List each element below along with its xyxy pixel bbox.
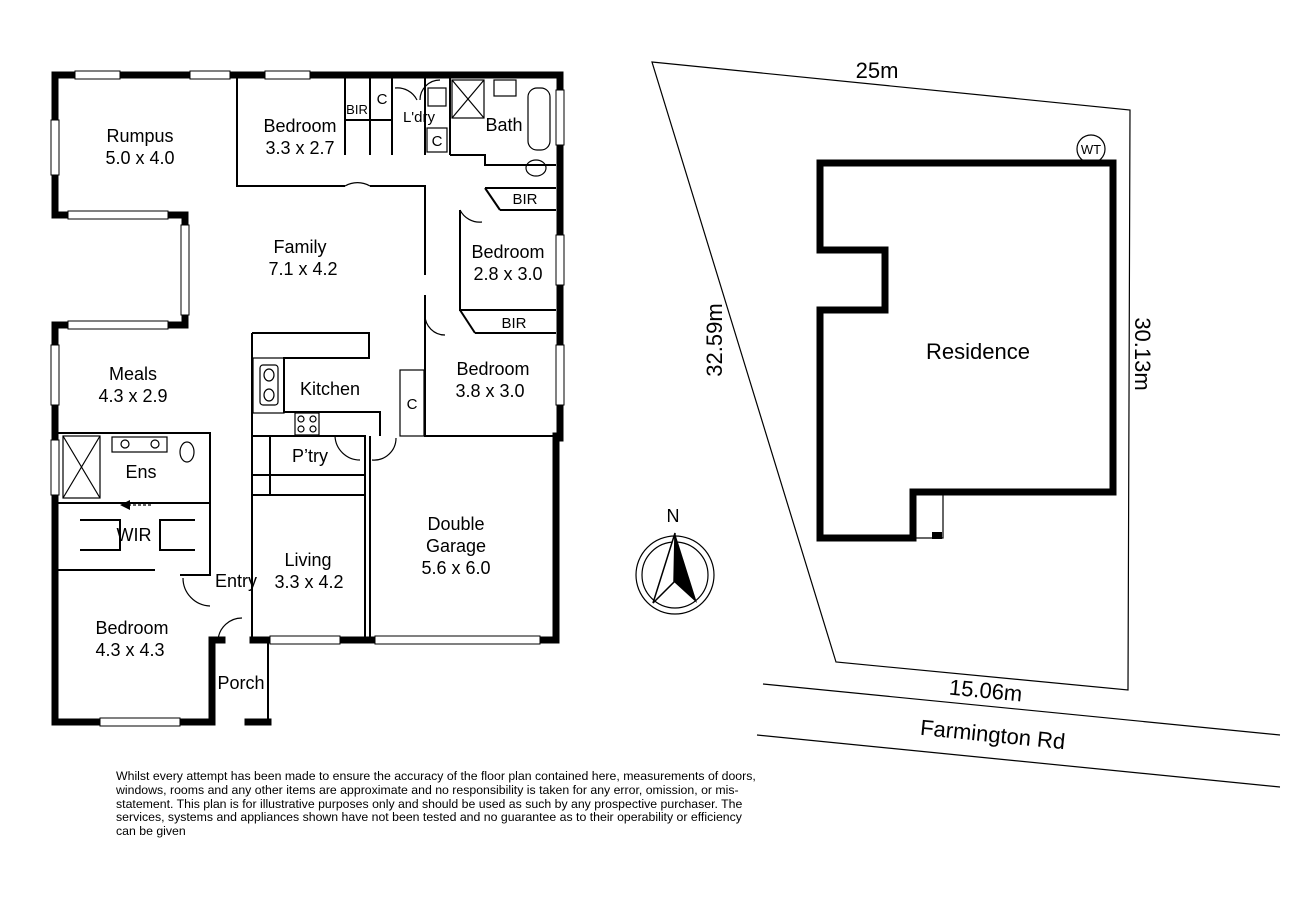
rumpus-size: 5.0 x 4.0 — [105, 148, 174, 168]
bedroom-2-size: 2.8 x 3.0 — [473, 264, 542, 284]
bath-label: Bath — [485, 115, 522, 135]
left-boundary-dimension: 32.59m — [702, 303, 727, 376]
disclaimer-text: Whilst every attempt has been made to en… — [116, 769, 756, 839]
street-line-top — [762, 683, 1281, 736]
garage-name-line2: Garage — [426, 536, 486, 556]
laundry-label: L'dry — [403, 109, 436, 126]
lot-boundary — [651, 61, 1131, 691]
residence-label: Residence — [926, 339, 1030, 364]
wir-label: WIR — [117, 525, 152, 545]
kitchen-label: Kitchen — [300, 379, 360, 399]
meals-name: Meals — [109, 364, 157, 384]
street-line-bottom — [756, 734, 1281, 788]
closet-label: C — [407, 396, 418, 413]
room-labels: Rumpus 5.0 x 4.0 Bedroom 3.3 x 2.7 BIR C… — [95, 91, 544, 693]
meals-size: 4.3 x 2.9 — [98, 386, 167, 406]
master-bedroom-name: Bedroom — [95, 618, 168, 638]
residence-step — [932, 532, 942, 539]
top-boundary-dimension: 25m — [856, 58, 899, 83]
linen-2-label: C — [432, 133, 443, 150]
family-name: Family — [274, 237, 327, 257]
rumpus-name: Rumpus — [106, 126, 173, 146]
pantry-label: P’try — [292, 446, 328, 466]
bedroom-3-size: 3.8 x 3.0 — [455, 381, 524, 401]
windows — [50, 70, 565, 727]
garage-size: 5.6 x 6.0 — [421, 558, 490, 578]
ensuite-label: Ens — [125, 462, 156, 482]
living-size: 3.3 x 4.2 — [274, 572, 343, 592]
porch-label: Porch — [217, 673, 264, 693]
residence-footprint — [816, 159, 1117, 542]
bir-1-label: BIR — [346, 102, 368, 117]
street-name: Farmington Rd — [919, 715, 1066, 754]
linen-1-label: C — [377, 91, 388, 108]
kitchen-appliances — [259, 364, 320, 436]
water-tank-symbol — [1076, 134, 1106, 164]
bir-3-label: BIR — [501, 315, 526, 332]
north-label: N — [667, 506, 680, 526]
right-boundary-dimension: 30.13m — [1130, 317, 1155, 390]
bedroom-2-name: Bedroom — [471, 242, 544, 262]
bedroom-1-size: 3.3 x 2.7 — [265, 138, 334, 158]
living-name: Living — [284, 550, 331, 570]
north-arrow-icon: N — [635, 506, 715, 615]
water-tank-label: WT — [1081, 142, 1101, 157]
garage-name-line1: Double — [427, 514, 484, 534]
master-bedroom-size: 4.3 x 4.3 — [95, 640, 164, 660]
entry-label: Entry — [215, 571, 257, 591]
bedroom-1-name: Bedroom — [263, 116, 336, 136]
door-swings — [182, 79, 483, 641]
wir-arrow — [120, 500, 152, 510]
interior-walls — [55, 75, 556, 722]
family-size: 7.1 x 4.2 — [268, 259, 337, 279]
residence-porch — [912, 491, 944, 539]
bir-2-label: BIR — [512, 191, 537, 208]
site-plan: Residence WT 25m 32.59m 30.13m 15.06m Fa… — [651, 58, 1281, 788]
bedroom-3-name: Bedroom — [456, 359, 529, 379]
